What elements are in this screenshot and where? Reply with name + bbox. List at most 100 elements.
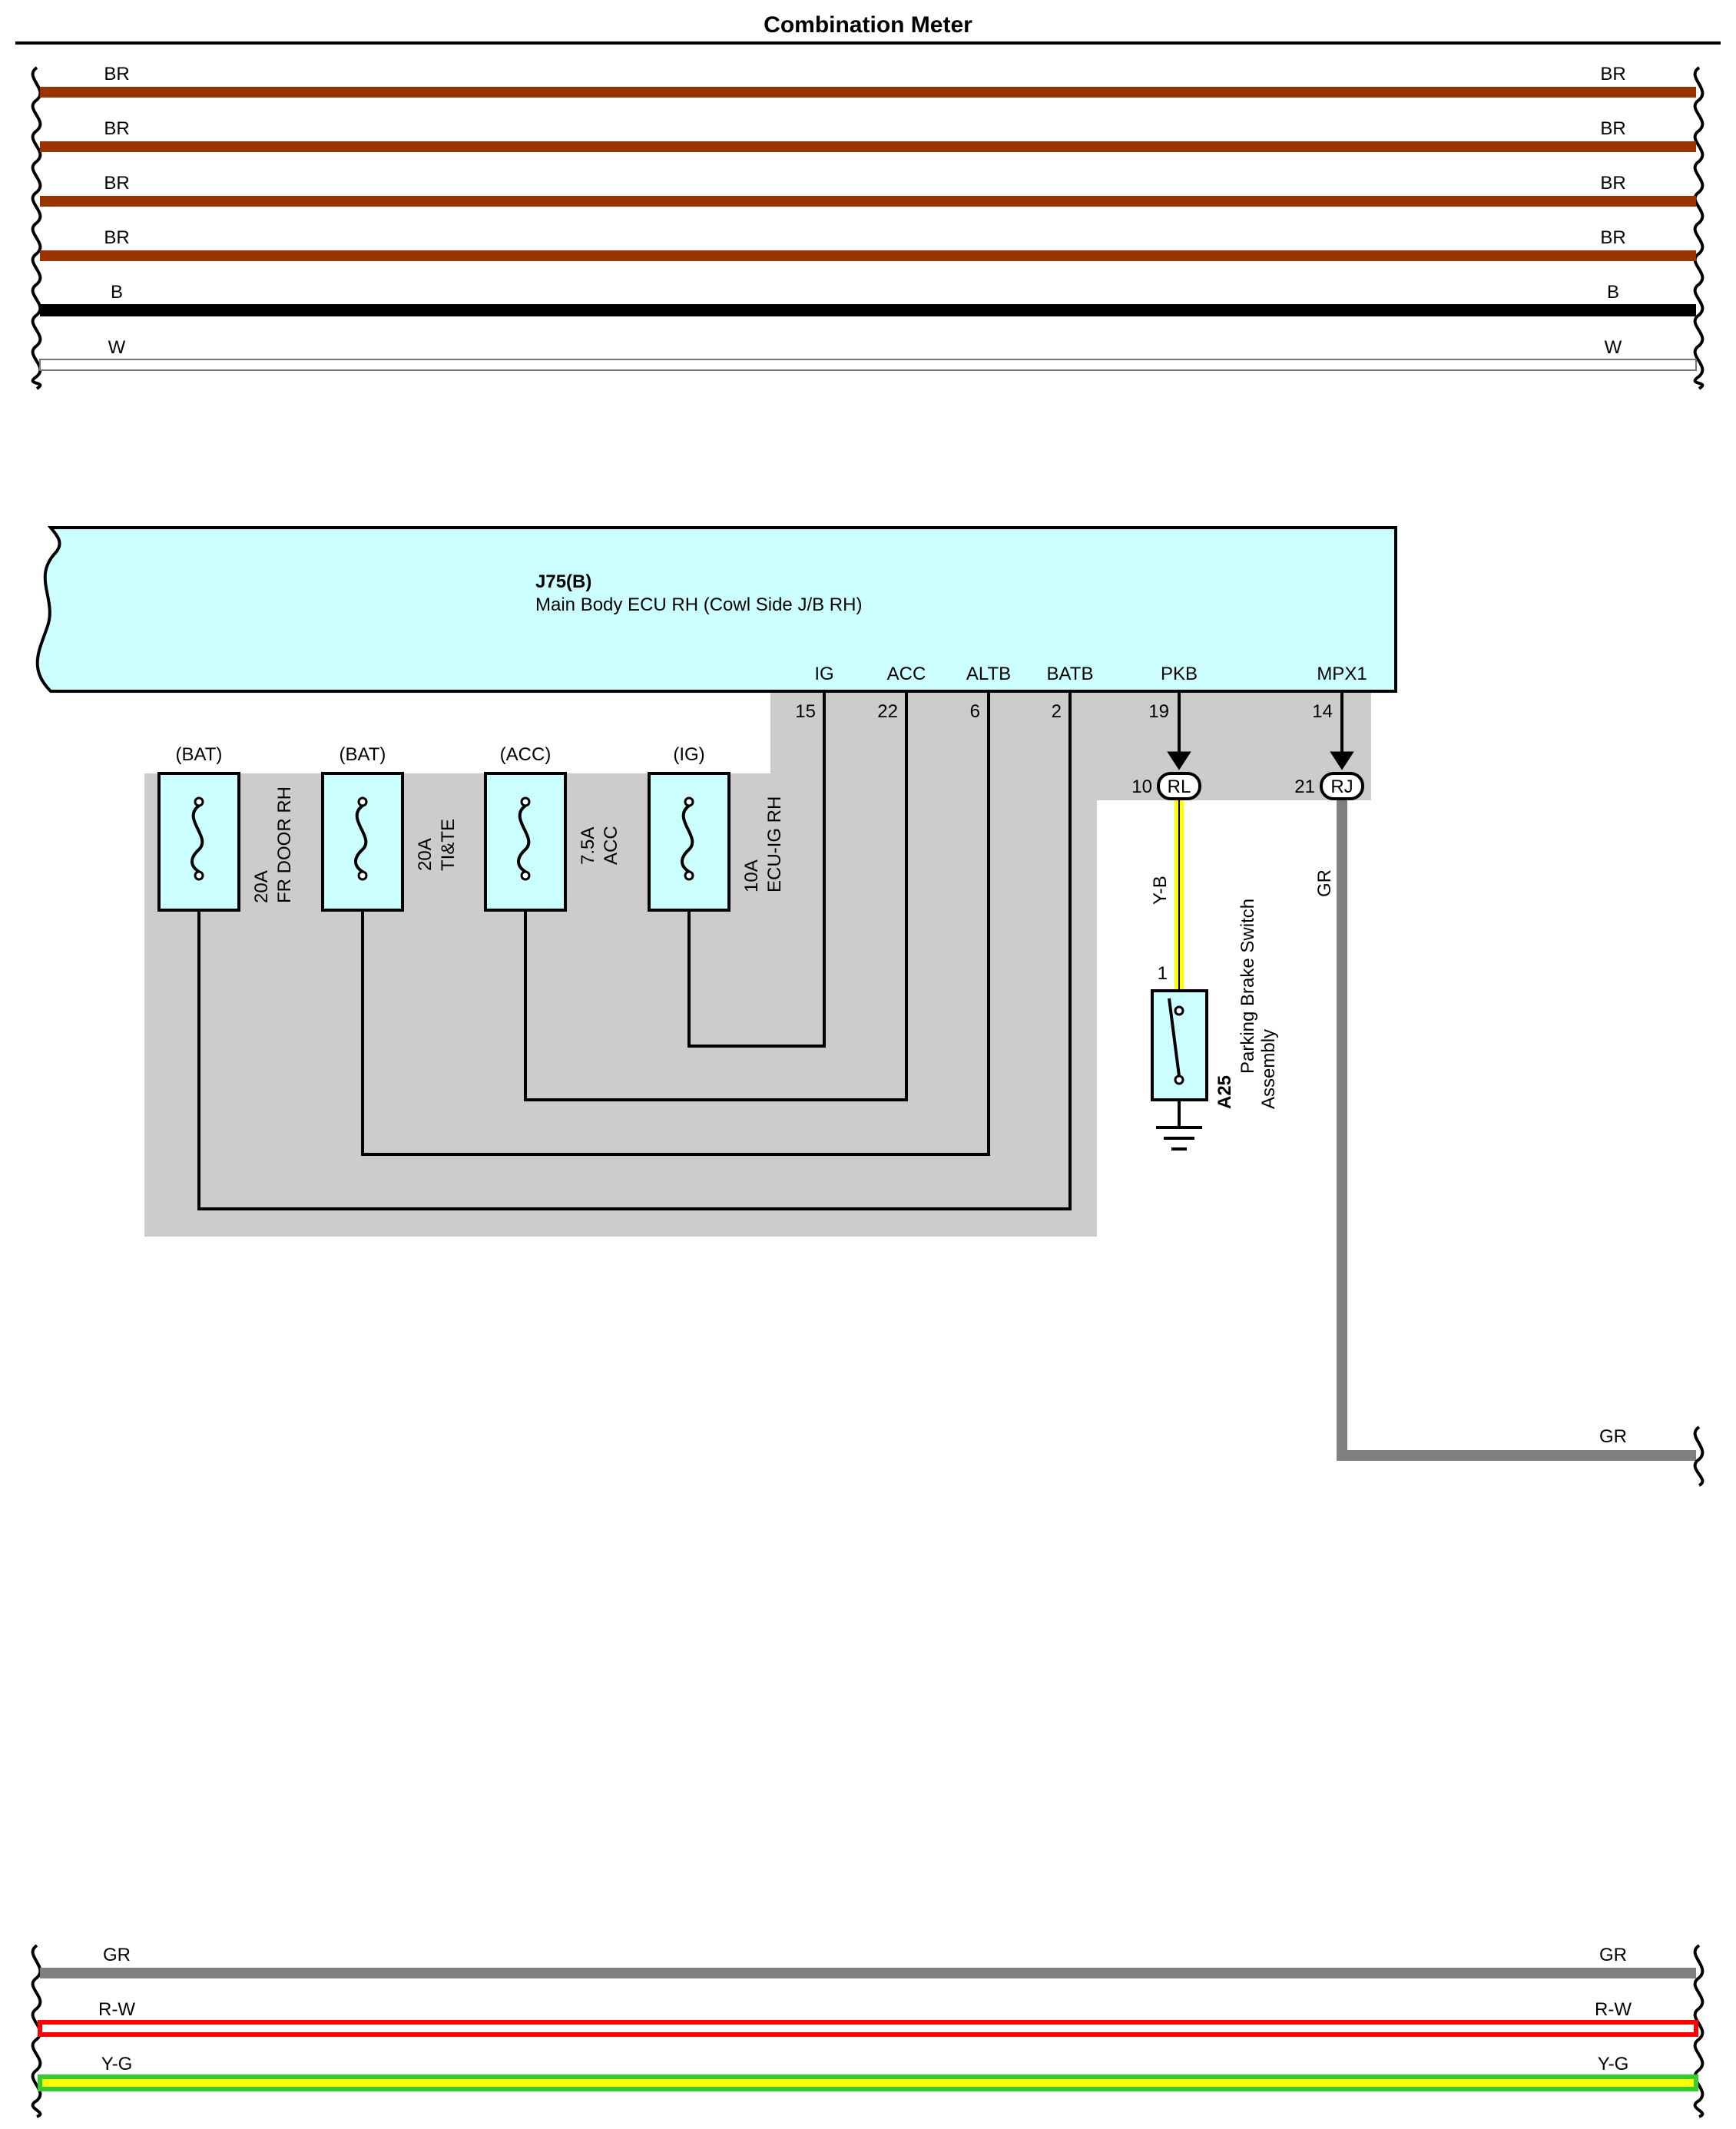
fuse-source: (ACC) xyxy=(500,744,552,765)
fuse-pin xyxy=(684,796,694,807)
bottom-wire-bundle: GR GR R-W R-W Y-G Y-G xyxy=(31,1944,1705,2118)
top-wire-label-right: B xyxy=(1607,282,1619,303)
switch-code: A25 xyxy=(1214,1075,1235,1109)
fuse-rating: 7.5A xyxy=(578,827,598,865)
terminal-name-acc: ACC xyxy=(887,664,926,684)
bottom-wire-label-right: Y-G xyxy=(1598,2054,1628,2074)
pin-number: 19 xyxy=(1148,701,1169,722)
connector-rj-id: RJ xyxy=(1330,776,1353,797)
wire-ig xyxy=(687,691,826,1048)
top-wire-label-left: BR xyxy=(104,64,129,84)
bottom-wire-r-w xyxy=(38,2020,1698,2037)
wire-break-right-icon xyxy=(1693,1425,1705,1487)
fuse-box xyxy=(484,772,567,912)
ecu-body xyxy=(35,526,1397,693)
ground-icon xyxy=(1156,1100,1202,1151)
fuse-pin xyxy=(357,796,368,807)
pin-number: 2 xyxy=(1052,701,1062,722)
connector-arrow-icon xyxy=(1167,751,1191,770)
terminal-name-mpx1: MPX1 xyxy=(1317,664,1367,684)
top-wire-label-left: B xyxy=(111,282,123,303)
fuse-name: ACC xyxy=(601,826,621,865)
top-wire-label-left: BR xyxy=(104,173,129,194)
fuse-rating: 20A xyxy=(251,870,272,903)
bottom-wire-label-left: Y-G xyxy=(101,2054,132,2074)
top-wire-label-right: BR xyxy=(1600,173,1625,194)
fuse-box xyxy=(321,772,404,912)
top-wire-label-right: BR xyxy=(1600,118,1625,139)
terminal-name-altb: ALTB xyxy=(966,664,1011,684)
fuse-box xyxy=(157,772,240,912)
bottom-wire-y-g xyxy=(38,2074,1698,2091)
switch-contact xyxy=(1174,1074,1184,1085)
top-wire-label-right: BR xyxy=(1600,64,1625,84)
fuse-rating: 10A xyxy=(741,859,762,892)
fuse-wires xyxy=(197,691,1072,1210)
fuse-pin xyxy=(684,870,694,881)
fuse: (BAT) 20A TI&TE xyxy=(321,744,459,912)
junction-block-shading xyxy=(144,691,1371,1237)
connector-rl xyxy=(1157,772,1201,800)
terminal-name-pkb: PKB xyxy=(1161,664,1198,684)
wire-gr-mpx xyxy=(1337,799,1696,1461)
connector-rj-pin: 21 xyxy=(1294,776,1315,797)
top-wire-label-right: W xyxy=(1605,337,1622,358)
switch-pin: 1 xyxy=(1158,963,1168,984)
top-wire-label-left: W xyxy=(108,337,126,358)
fuse: (BAT) 20A FR DOOR RH xyxy=(157,744,295,912)
wire-altb xyxy=(361,691,990,1156)
fuse-pin xyxy=(194,870,204,881)
fuse-element-icon xyxy=(354,804,368,873)
bottom-wire-label-right: GR xyxy=(1599,1945,1627,1965)
top-wire-label-left: BR xyxy=(104,227,129,248)
switch-contact xyxy=(1174,1005,1184,1016)
fuse-name: FR DOOR RH xyxy=(274,786,295,903)
fuse-box xyxy=(648,772,731,912)
terminal-name-ig: IG xyxy=(814,664,833,684)
wire-break-left-icon xyxy=(31,66,42,390)
top-wire-bundle: BR BR BR BR BR BR BR BR B B W W xyxy=(31,64,1705,390)
connector-arrow-icon xyxy=(1330,751,1354,770)
fuse: (IG) 10A ECU-IG RH xyxy=(648,744,785,912)
fuse-source: (BAT) xyxy=(340,744,386,765)
fuse-element-icon xyxy=(681,804,694,873)
ecu-name: Main Body ECU RH (Cowl Side J/B RH) xyxy=(535,594,862,615)
switch-name-line2: Assembly xyxy=(1258,1029,1279,1109)
fuse-pin xyxy=(194,796,204,807)
fuse-pin xyxy=(357,870,368,881)
bottom-wire-label-right: R-W xyxy=(1595,1999,1632,2020)
parking-brake-switch: 1 A25 Parking Brake Switch Assembly xyxy=(1151,899,1279,1109)
fuse-name: ECU-IG RH xyxy=(764,796,785,892)
page-title: Combination Meter xyxy=(764,12,972,38)
wire-label-y-b: Y-B xyxy=(1150,876,1171,905)
fuse-name: TI&TE xyxy=(438,819,459,871)
top-wire-label-right: BR xyxy=(1600,227,1625,248)
fuse-pin xyxy=(520,870,531,881)
pin-number: 22 xyxy=(877,701,898,722)
switch-name-line1: Parking Brake Switch xyxy=(1237,899,1258,1074)
wire-break-left-icon xyxy=(31,1944,42,2118)
fuse-source: (BAT) xyxy=(176,744,223,765)
wire-batb xyxy=(197,691,1072,1210)
top-wire-label-left: BR xyxy=(104,118,129,139)
wire-break-right-icon xyxy=(1693,66,1705,390)
switch-lever-icon xyxy=(1168,998,1181,1077)
top-wire-6 xyxy=(39,359,1697,371)
terminal-name-batb: BATB xyxy=(1047,664,1094,684)
connector-rl-id: RL xyxy=(1168,776,1191,797)
fuse-element-icon xyxy=(190,804,204,873)
connector-rj xyxy=(1320,772,1364,800)
fuse-source: (IG) xyxy=(673,744,704,765)
pin-number: 14 xyxy=(1312,701,1333,722)
fuse-element-icon xyxy=(517,804,531,873)
ecu-code: J75(B) xyxy=(535,571,591,592)
connector-rl-pin: 10 xyxy=(1131,776,1152,797)
fuse-rating: 20A xyxy=(415,838,436,871)
wire-break-right-icon xyxy=(1693,1944,1705,2118)
pin-number: 15 xyxy=(795,701,816,722)
wire-label-gr: GR xyxy=(1314,869,1335,897)
wire-acc xyxy=(524,691,908,1101)
fuse-pin xyxy=(520,796,531,807)
bottom-wire-label-left: R-W xyxy=(98,1999,135,2020)
